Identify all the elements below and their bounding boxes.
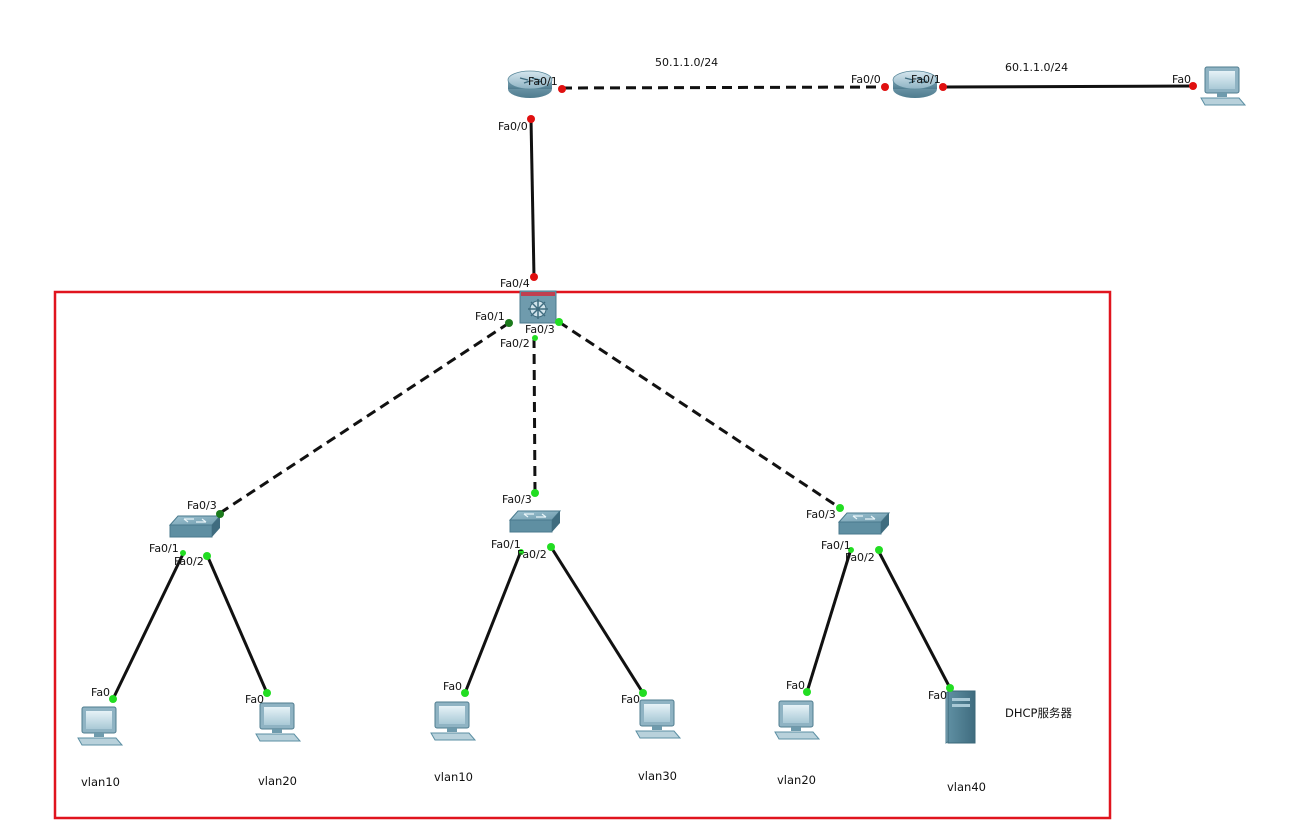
port-label-r1-fa00: Fa0/0 — [498, 120, 528, 133]
port-dot-pc2 — [263, 689, 271, 697]
port-label-s3-fa02: Fa0/2 — [845, 551, 875, 564]
vlan-label-pc5: vlan20 — [777, 773, 816, 787]
port-label-srv: Fa0 — [928, 689, 947, 702]
port-label-r1-fa01: Fa0/1 — [528, 75, 558, 88]
multilayer-switch-core[interactable] — [519, 290, 557, 324]
port-label-core-fa04: Fa0/4 — [500, 277, 530, 290]
vlan-label-pc2: vlan20 — [258, 774, 297, 788]
link-core-s2[interactable] — [532, 337, 537, 494]
port-dot-s1-fa03 — [216, 510, 224, 518]
port-label-core-fa03: Fa0/3 — [525, 323, 555, 336]
port-label-core-fa02: Fa0/2 — [500, 337, 530, 350]
link-s2-pc4[interactable] — [549, 546, 645, 694]
link-s1-pc1[interactable] — [111, 551, 186, 700]
port-dot-s1-fa02 — [203, 552, 211, 560]
port-dot-core-fa03 — [555, 318, 563, 326]
link-s3-srv[interactable] — [876, 549, 952, 689]
link-s3-pc5[interactable] — [805, 548, 853, 693]
lan-zone-border — [53, 290, 1112, 820]
server-name-label: DHCP服务器 — [1005, 706, 1072, 720]
port-dot-r1-fa00 — [527, 115, 535, 123]
router-r2[interactable] — [892, 70, 938, 98]
vlan-label-pc4: vlan30 — [638, 769, 677, 783]
pc-1[interactable] — [77, 706, 124, 746]
vlan-label-pc1: vlan10 — [81, 775, 120, 789]
port-label-r2-fa00: Fa0/0 — [851, 73, 881, 86]
port-label-pc5: Fa0 — [786, 679, 805, 692]
pc-3[interactable] — [430, 701, 477, 741]
port-label-s1-fa02: Fa0/2 — [174, 555, 204, 568]
link-core-s1[interactable] — [219, 321, 510, 515]
port-dot-s2-fa03 — [531, 489, 539, 497]
port-dot-core-fa04 — [530, 273, 538, 281]
link-r1-core[interactable] — [529, 118, 536, 278]
port-dot-core-fa02 — [532, 335, 538, 341]
vlan-label-srv: vlan40 — [947, 780, 986, 794]
port-dot-core-fa01 — [505, 319, 513, 327]
port-dot-pc1 — [109, 695, 117, 703]
port-dot-srv — [946, 684, 954, 692]
port-label-s1-fa03: Fa0/3 — [187, 499, 217, 512]
port-label-pc4: Fa0 — [621, 693, 640, 706]
port-label-s3-fa03: Fa0/3 — [806, 508, 836, 521]
link-s2-pc3[interactable] — [463, 550, 523, 694]
port-dot-r1-fa01 — [558, 85, 566, 93]
port-dot-pc5 — [803, 688, 811, 696]
vlan-label-pc3: vlan10 — [434, 770, 473, 784]
network-label-lan: 60.1.1.0/24 — [1005, 61, 1068, 74]
link-core-s3[interactable] — [558, 320, 841, 510]
port-label-s2-fa02: Fa0/2 — [517, 548, 547, 561]
port-label-s1-fa01: Fa0/1 — [149, 542, 179, 555]
port-dot-s2-fa01 — [518, 549, 524, 555]
switch-s3[interactable] — [837, 512, 891, 535]
dhcp-server[interactable] — [945, 688, 976, 744]
port-dot-pc-remote — [1189, 82, 1197, 90]
port-label-pc3: Fa0 — [443, 680, 462, 693]
port-label-pc2: Fa0 — [245, 693, 264, 706]
port-dot-r2-fa00 — [881, 83, 889, 91]
port-label-s2-fa03: Fa0/3 — [502, 493, 532, 506]
port-label-core-fa01: Fa0/1 — [475, 310, 505, 323]
port-dot-s3-fa02 — [875, 546, 883, 554]
port-label-pc-remote: Fa0 — [1172, 73, 1191, 86]
port-label-s3-fa01: Fa0/1 — [821, 539, 851, 552]
port-dot-pc4 — [639, 689, 647, 697]
network-label-wan: 50.1.1.0/24 — [655, 56, 718, 69]
pc-remote[interactable] — [1200, 66, 1247, 106]
links — [111, 84, 1194, 700]
switch-s1[interactable] — [168, 515, 222, 538]
pc-4[interactable] — [635, 699, 682, 739]
port-dot-s3-fa01 — [848, 547, 854, 553]
port-label-r2-fa01: Fa0/1 — [911, 73, 941, 86]
link-s1-pc2[interactable] — [205, 554, 269, 694]
port-label-s2-fa01: Fa0/1 — [491, 538, 521, 551]
port-dot-s3-fa03 — [836, 504, 844, 512]
port-indicators — [109, 82, 1197, 703]
port-dot-s2-fa02 — [547, 543, 555, 551]
port-dot-r2-fa01 — [939, 83, 947, 91]
pc-5[interactable] — [774, 700, 821, 740]
router-r1[interactable] — [507, 70, 553, 98]
port-dot-s1-fa01 — [180, 550, 186, 556]
port-label-pc1: Fa0 — [91, 686, 110, 699]
port-dot-pc3 — [461, 689, 469, 697]
link-r2-pc-remote[interactable] — [942, 84, 1194, 89]
pc-2[interactable] — [255, 702, 302, 742]
link-r1-r2[interactable] — [561, 85, 885, 90]
switch-s2[interactable] — [508, 510, 562, 533]
